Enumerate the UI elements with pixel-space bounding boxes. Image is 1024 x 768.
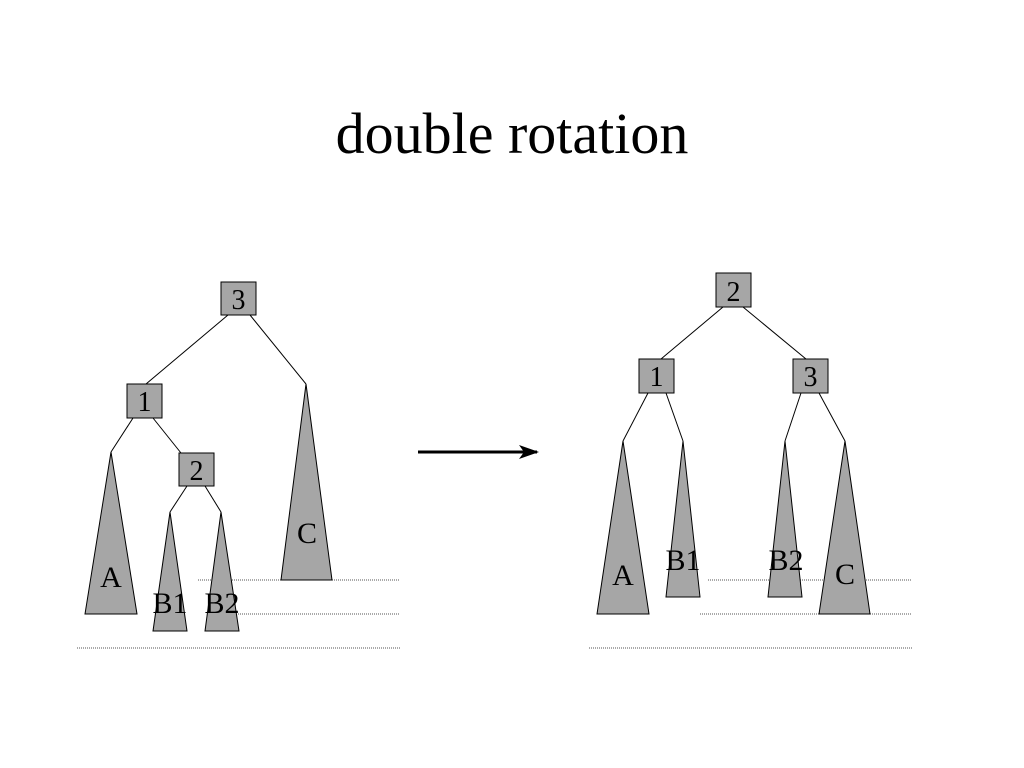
node-box bbox=[126, 383, 163, 419]
subtree-b1 bbox=[665, 440, 701, 598]
edge bbox=[818, 392, 846, 442]
subtree-label: A bbox=[612, 559, 634, 592]
subtree-label: A bbox=[100, 561, 122, 594]
subtree-label: B1 bbox=[665, 544, 700, 577]
subtree-a bbox=[84, 451, 138, 615]
node-box bbox=[178, 452, 215, 487]
edge bbox=[784, 392, 802, 442]
subtree-c bbox=[280, 383, 333, 581]
node-label: 1 bbox=[138, 387, 152, 418]
node-box bbox=[715, 272, 752, 308]
subtree-label: B1 bbox=[152, 587, 187, 620]
node-label: 3 bbox=[232, 285, 246, 316]
edge bbox=[622, 392, 649, 442]
subtree-b2 bbox=[204, 511, 240, 632]
node-label: 1 bbox=[650, 362, 664, 393]
subtree-b2 bbox=[767, 440, 803, 598]
tree-before: 3 1 2 A B1 B2 C bbox=[77, 281, 400, 649]
tree-after: 2 1 3 A B1 B2 C bbox=[589, 272, 912, 649]
edge bbox=[152, 417, 182, 454]
node-label: 2 bbox=[727, 277, 741, 308]
node-label: 2 bbox=[190, 456, 204, 487]
edge bbox=[110, 417, 134, 453]
slide-title: double rotation bbox=[335, 101, 689, 166]
edge bbox=[665, 392, 684, 442]
subtree-label: B2 bbox=[768, 544, 803, 577]
subtree-a bbox=[596, 440, 650, 615]
node-label: 3 bbox=[804, 362, 818, 393]
subtree-label: C bbox=[835, 558, 855, 591]
edge bbox=[249, 314, 307, 385]
subtree-label: B2 bbox=[204, 587, 239, 620]
edge bbox=[145, 314, 229, 385]
edge bbox=[169, 485, 188, 513]
edge bbox=[742, 306, 807, 360]
node-box bbox=[638, 358, 675, 394]
edge bbox=[204, 485, 222, 513]
subtree-c bbox=[818, 440, 871, 615]
subtree-b1 bbox=[152, 511, 188, 632]
edge bbox=[660, 306, 724, 360]
subtree-label: C bbox=[297, 517, 317, 550]
node-box bbox=[220, 281, 257, 316]
node-box bbox=[792, 358, 829, 394]
